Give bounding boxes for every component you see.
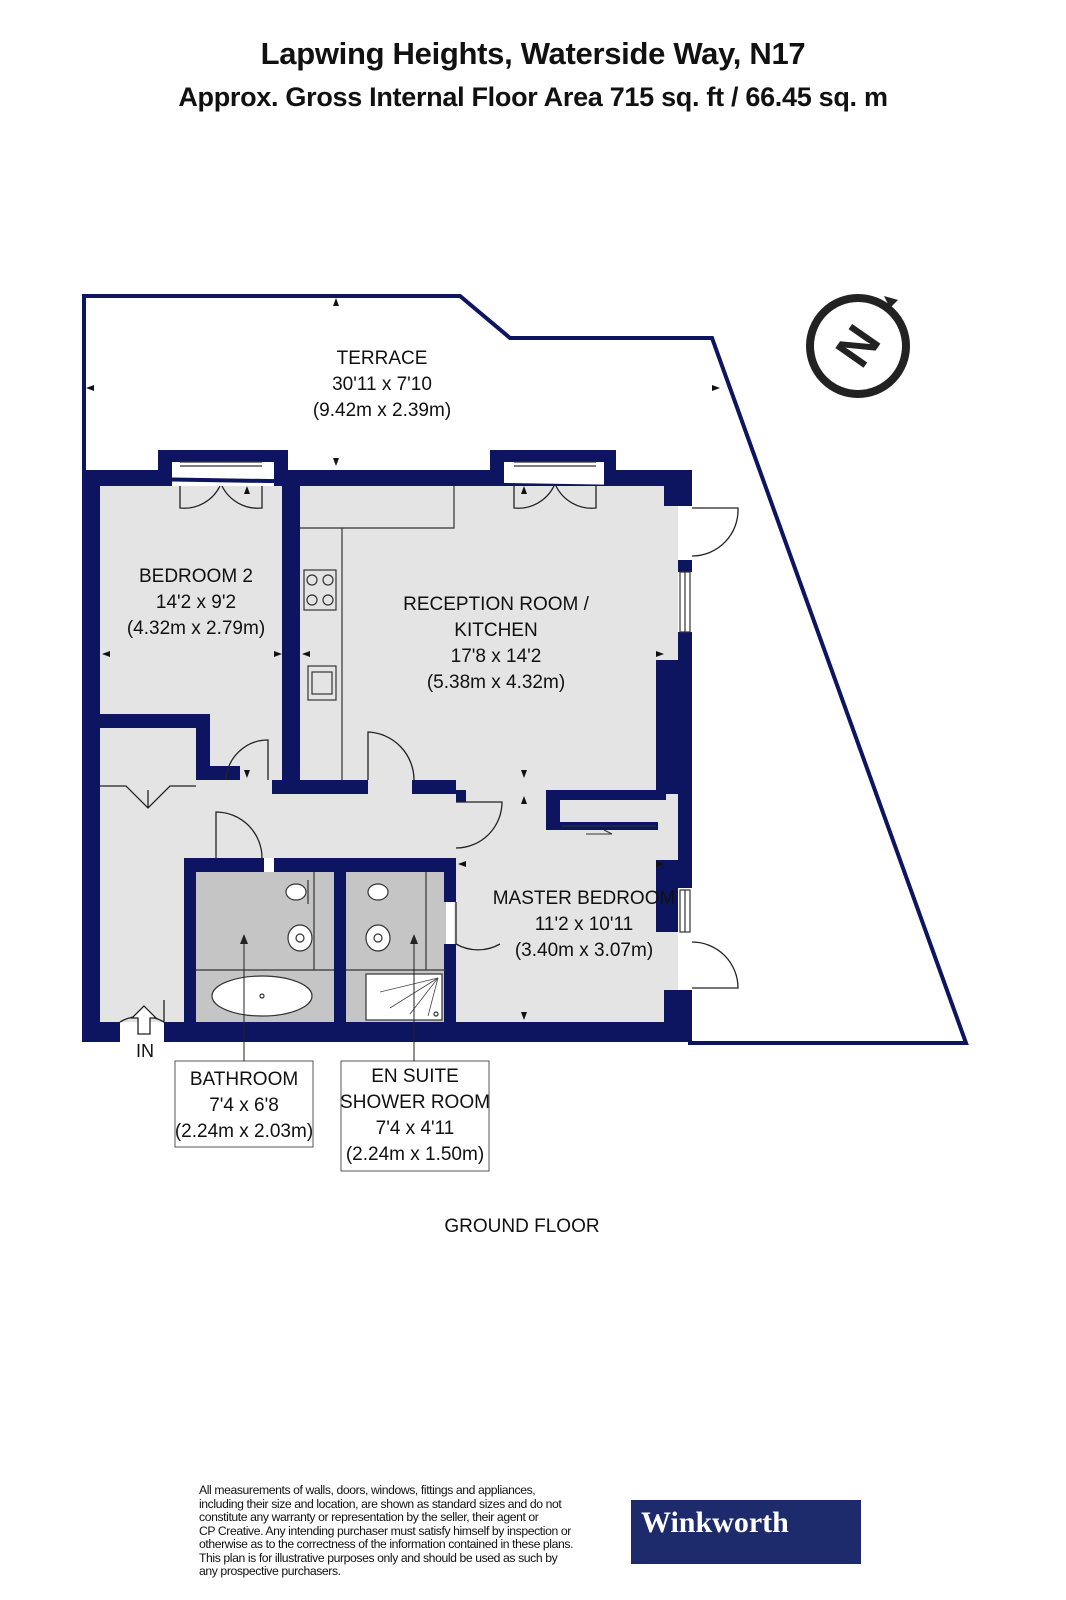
bathroom-name: BATHROOM [190,1069,298,1090]
master-imperial: 11'2 x 10'11 [535,914,633,935]
winkworth-logo: Winkworth [631,1500,861,1564]
kitchen-counter [300,486,455,780]
terrace-metric: (9.42m x 2.39m) [313,400,451,421]
bathroom-metric: (2.24m x 2.03m) [175,1121,313,1142]
reception-name-line1: RECEPTION ROOM / [403,594,590,615]
bedroom2-floor [100,486,282,714]
terrace-imperial: 30'11 x 7'10 [332,374,432,395]
master-metric: (3.40m x 3.07m) [515,940,653,961]
disclaimer-line: This plan is for illustrative purposes o… [199,1550,558,1565]
compass-letter: N [825,315,892,377]
door-swings [100,485,739,1024]
door-openings [120,506,692,1042]
reception-metric: (5.38m x 4.32m) [427,672,565,693]
entrance-arrow-icon [130,1005,158,1035]
hall-left-floor [100,714,188,1026]
ensuite-label-box [340,1060,490,1172]
bathroom-imperial: 7'4 x 6'8 [209,1095,279,1116]
plan-title: Lapwing Heights, Waterside Way, N17 [260,36,806,71]
disclaimer-line: CP Creative. Any intending purchaser mus… [199,1523,571,1538]
wardrobe [562,825,656,835]
ensuite-name-line2: SHOWER ROOM [340,1092,490,1113]
disclaimer: All measurements of walls, doors, window… [199,1483,619,1579]
disclaimer-line: including their size and location, are s… [199,1496,562,1511]
master-name: MASTER BEDROOM [493,888,676,909]
entrance-label: IN [136,1041,154,1061]
master-floor [454,794,680,1026]
ensuite-metric: (2.24m x 1.50m) [346,1144,484,1165]
disclaimer-line: All measurements of walls, doors, window… [199,1483,536,1497]
bathroom-leader-arrow [240,934,248,944]
compass-icon [806,294,910,398]
bathroom-fixtures [196,872,446,1021]
disclaimer-line: any prospective purchasers. [199,1564,341,1578]
bedroom2-imperial: 14'2 x 9'2 [156,592,236,613]
disclaimer-line: otherwise as to the correctness of the i… [199,1537,574,1551]
ensuite-name-line1: EN SUITE [371,1066,459,1087]
plan-subtitle: Approx. Gross Internal Floor Area 715 sq… [178,82,888,112]
bedroom2-name: BEDROOM 2 [139,566,253,587]
bedroom2-metric: (4.32m x 2.79m) [127,618,265,639]
reception-imperial: 17'8 x 14'2 [451,646,542,667]
reception-name-line2: KITCHEN [454,620,537,641]
floor-label: GROUND FLOOR [444,1216,599,1237]
ensuite-leader-arrow [410,934,418,944]
ensuite-imperial: 7'4 x 4'11 [376,1118,455,1139]
disclaimer-line: constitute any warranty or representatio… [199,1510,539,1524]
terrace-name: TERRACE [337,348,428,369]
dimension-arrows [86,298,720,1020]
windows [180,461,691,933]
